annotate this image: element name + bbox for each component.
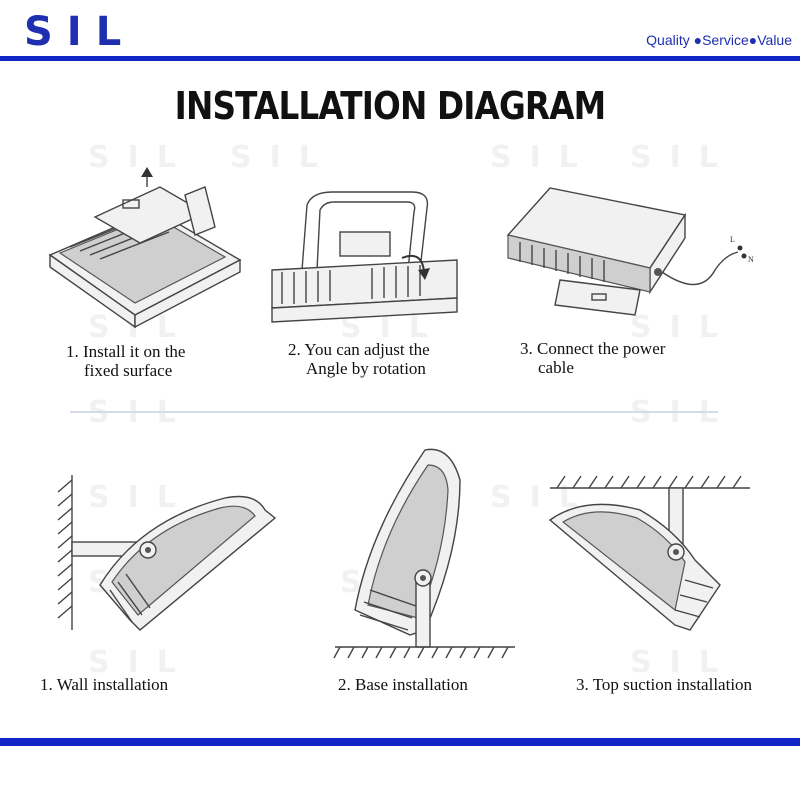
wall-installation-illustration <box>57 475 277 631</box>
base-installation-caption: 2. Base installation <box>338 675 468 694</box>
bottom-divider-bar <box>0 738 800 746</box>
wall-installation-caption: 1. Wall installation <box>40 675 169 694</box>
brand-logo: SIL <box>24 9 136 55</box>
step1-caption-line1: 1. Install it on the <box>66 342 186 361</box>
step3-caption-line2: cable <box>538 358 574 377</box>
step3-caption-line1: 3. Connect the power <box>520 339 666 358</box>
top-divider-bar <box>0 56 800 61</box>
step2-rotate-illustration <box>271 191 458 323</box>
top-suction-installation-illustration <box>548 475 750 631</box>
watermark: SIL <box>630 645 736 680</box>
watermark: SIL <box>88 480 194 515</box>
step2-caption-line2: Angle by rotation <box>306 359 426 378</box>
base-installation-illustration <box>333 448 515 659</box>
section-divider <box>70 411 718 413</box>
step2-caption: 2. You can adjust the Angle by rotation <box>288 340 430 378</box>
wire-label-n: N <box>748 255 754 264</box>
watermark: SIL <box>630 140 736 175</box>
step3-connect-illustration: L N <box>506 187 754 316</box>
step1-caption-line2: fixed surface <box>84 361 173 380</box>
watermark: SIL <box>88 645 194 680</box>
page-title: INSTALLATION DIAGRAM <box>174 84 607 128</box>
wire-label-l: L <box>730 235 735 244</box>
watermark: SIL <box>490 140 596 175</box>
watermark: SIL <box>230 140 336 175</box>
watermark: SIL <box>88 140 194 175</box>
watermark: SIL <box>630 310 736 345</box>
brand-tagline: Quality ●Service●Value <box>646 32 792 48</box>
watermark: SIL <box>490 480 596 515</box>
step3-caption: 3. Connect the power cable <box>520 339 665 377</box>
step1-install-illustration <box>48 167 242 329</box>
step2-caption-line1: 2. You can adjust the <box>288 340 430 359</box>
top-suction-installation-caption: 3. Top suction installation <box>576 675 753 694</box>
step1-caption: 1. Install it on the fixed surface <box>66 342 185 380</box>
